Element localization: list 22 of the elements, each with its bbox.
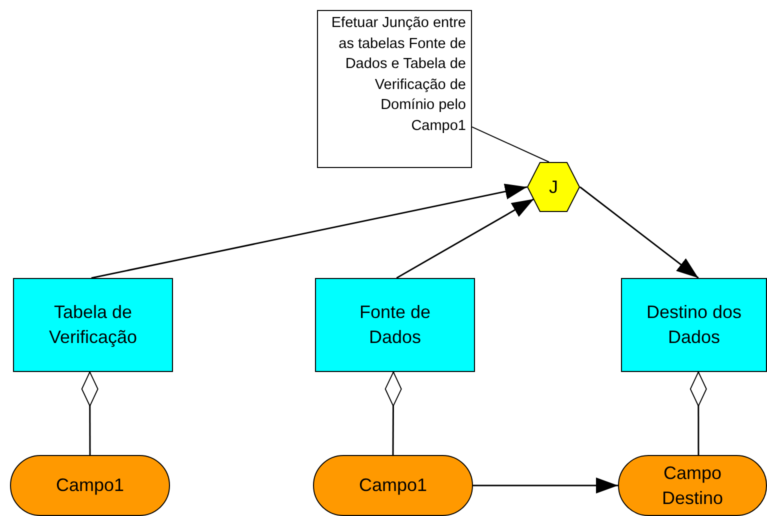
node-label: Destino dos Dados <box>645 301 743 349</box>
arrow <box>91 184 528 279</box>
node-label: Fonte de Dados <box>358 301 432 349</box>
junction-hexagon <box>527 162 580 212</box>
note-box <box>317 10 472 168</box>
node-label: Campo Destino <box>660 462 724 510</box>
node-label: Campo1 <box>56 474 124 497</box>
node-label: Campo1 <box>358 474 428 497</box>
arrow <box>473 478 618 494</box>
node-label: J <box>549 176 558 198</box>
aggregation-connector <box>81 372 98 455</box>
arrow <box>396 198 534 279</box>
table-box <box>621 278 767 372</box>
node-label: Tabela de Verificação <box>48 301 138 349</box>
field-pill <box>618 455 767 516</box>
aggregation-connector <box>384 372 402 455</box>
note-text: Efetuar Junção entre as tabelas Fonte de Dados e Tabela de Verificação de Domínio pelo Campo1 <box>330 14 466 136</box>
aggregation-connector <box>690 372 707 455</box>
table-box <box>13 278 173 372</box>
table-box <box>315 278 475 372</box>
arrow <box>580 186 699 279</box>
leader-line <box>472 126 550 162</box>
